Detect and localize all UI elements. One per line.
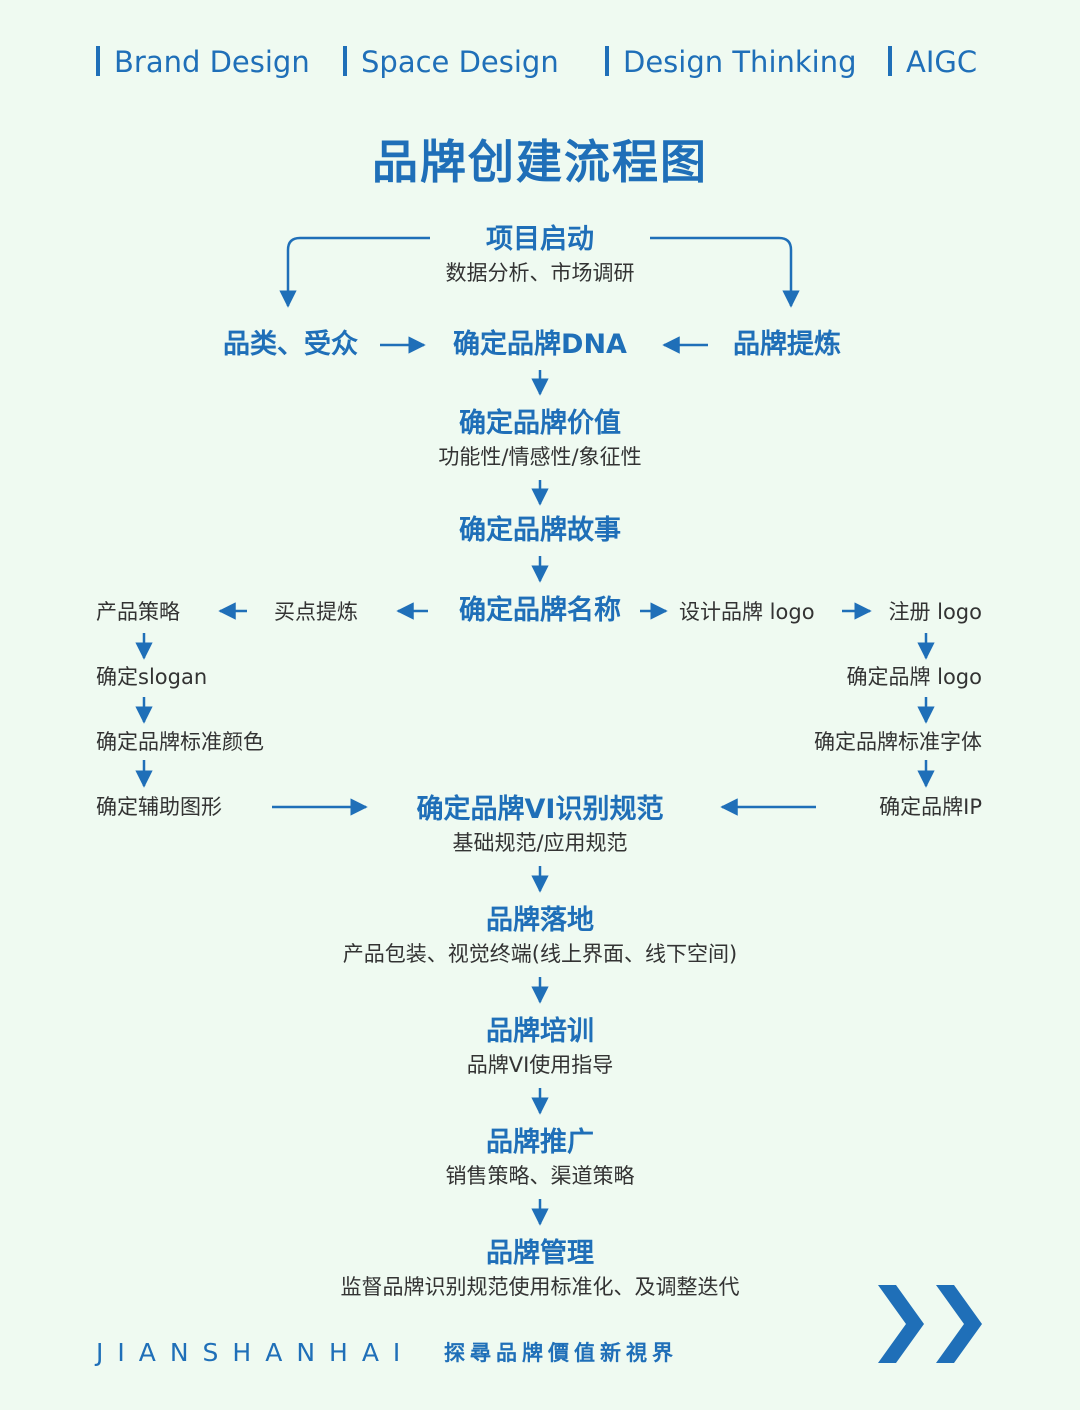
node-brand-value: 确定品牌价值 功能性/情感性/象征性 <box>0 406 1080 472</box>
node-brand-management: 品牌管理 监督品牌识别规范使用标准化、及调整迭代 <box>0 1236 1080 1302</box>
node-subtitle: 监督品牌识别规范使用标准化、及调整迭代 <box>340 1275 740 1299</box>
node-title: 确定品牌名称 <box>459 595 621 626</box>
node-selling-points: 买点提炼 <box>274 600 358 624</box>
tag-bar <box>96 46 100 76</box>
tag-label: AIGC <box>906 45 978 79</box>
node-standard-color: 确定品牌标准颜色 <box>96 730 264 754</box>
double-chevron-right-icon <box>878 1285 982 1363</box>
node-subtitle: 品牌VI使用指导 <box>466 1053 614 1077</box>
node-title: 确定品牌DNA <box>453 329 627 360</box>
node-audience: 品类、受众 <box>223 329 358 360</box>
node-brand-training: 品牌培训 品牌VI使用指导 <box>0 1014 1080 1080</box>
tag-aigc: AIGC <box>888 44 977 80</box>
node-title: 项目启动 <box>486 224 594 255</box>
node-brand-dna: 确定品牌DNA <box>0 327 1080 363</box>
tag-bar <box>343 46 347 76</box>
tag-bar <box>888 46 892 76</box>
node-subtitle: 产品包装、视觉终端(线上界面、线下空间) <box>342 942 738 966</box>
node-subtitle: 数据分析、市场调研 <box>445 261 635 285</box>
node-design-logo: 设计品牌 logo <box>679 600 815 624</box>
node-aux-graphics: 确定辅助图形 <box>96 795 222 819</box>
node-brand-vi: 确定品牌VI识别规范 基础规范/应用规范 <box>0 792 1080 858</box>
node-project-start: 项目启动 数据分析、市场调研 <box>0 222 1080 288</box>
node-subtitle: 基础规范/应用规范 <box>452 831 628 855</box>
node-title: 品牌推广 <box>486 1127 594 1158</box>
node-subtitle: 功能性/情感性/象征性 <box>438 445 642 469</box>
node-brand-refine: 品牌提炼 <box>733 329 841 360</box>
tag-label: Design Thinking <box>623 45 857 79</box>
tag-design-thinking: Design Thinking <box>605 44 857 80</box>
node-brand-story: 确定品牌故事 <box>0 513 1080 549</box>
node-brand-promotion: 品牌推广 销售策略、渠道策略 <box>0 1125 1080 1191</box>
node-confirm-logo: 确定品牌 logo <box>846 665 982 689</box>
tag-brand-design: Brand Design <box>96 44 310 80</box>
tag-bar <box>605 46 609 76</box>
tag-label: Brand Design <box>114 45 310 79</box>
node-subtitle: 销售策略、渠道策略 <box>445 1164 635 1188</box>
arrow-start-to-audience <box>279 236 430 308</box>
node-brand-ip: 确定品牌IP <box>879 795 982 819</box>
node-title: 确定品牌VI识别规范 <box>416 794 664 825</box>
node-title: 确定品牌故事 <box>459 515 621 546</box>
footer-brand: JIANSHANHAI <box>96 1338 415 1367</box>
tag-space-design: Space Design <box>343 44 559 80</box>
tag-label: Space Design <box>361 45 559 79</box>
arrow-start-to-refine <box>650 236 800 308</box>
node-product-strategy: 产品策略 <box>96 600 180 624</box>
node-title: 品牌管理 <box>486 1238 594 1269</box>
node-brand-landing: 品牌落地 产品包装、视觉终端(线上界面、线下空间) <box>0 903 1080 969</box>
node-title: 确定品牌价值 <box>459 408 621 439</box>
node-title: 品牌培训 <box>486 1016 594 1047</box>
footer-slogan: 探尋品牌價值新視界 <box>444 1340 678 1365</box>
node-title: 品牌落地 <box>486 905 594 936</box>
node-standard-font: 确定品牌标准字体 <box>814 730 982 754</box>
node-brand-name: 确定品牌名称 <box>0 593 1080 629</box>
node-slogan: 确定slogan <box>96 665 208 689</box>
page-title: 品牌创建流程图 <box>372 135 708 189</box>
node-register-logo: 注册 logo <box>888 600 982 624</box>
